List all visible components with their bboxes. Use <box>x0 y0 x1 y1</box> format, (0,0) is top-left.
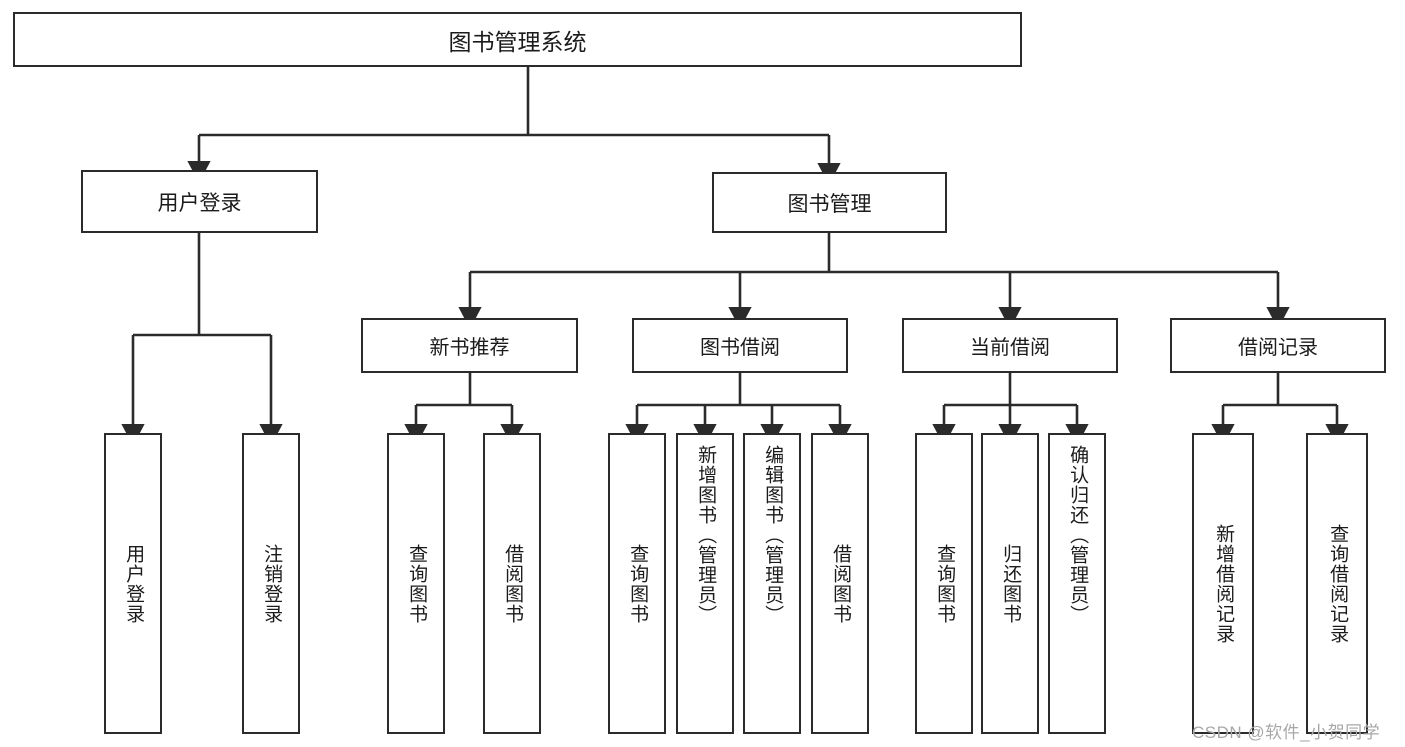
watermark: CSDN @软件_小贺同学 <box>1192 723 1381 742</box>
leaf-query-book-current[interactable]: 查询图书 <box>915 433 973 734</box>
leaf-add-borrow-record[interactable]: 新增借阅记录 <box>1192 433 1254 734</box>
node-user-login[interactable]: 用户登录 <box>81 170 318 233</box>
node-new-book-recommend[interactable]: 新书推荐 <box>361 318 578 373</box>
leaf-label: 查询图书 <box>406 543 428 624</box>
node-root[interactable]: 图书管理系统 <box>13 12 1022 67</box>
leaf-add-book-admin[interactable]: 新增图书（管理员） <box>676 433 734 734</box>
leaf-label: 借阅图书 <box>830 543 852 624</box>
leaf-label: 编辑图书（管理员） <box>762 445 784 625</box>
leaf-return-book[interactable]: 归还图书 <box>981 433 1039 734</box>
leaf-label: 注销登录 <box>261 543 283 624</box>
leaf-borrow-book-recommend[interactable]: 借阅图书 <box>483 433 541 734</box>
leaf-confirm-return-admin[interactable]: 确认归还（管理员） <box>1048 433 1106 734</box>
node-current-borrow[interactable]: 当前借阅 <box>902 318 1118 373</box>
leaf-edit-book-admin[interactable]: 编辑图书（管理员） <box>743 433 801 734</box>
node-label: 图书借阅 <box>700 337 780 359</box>
node-book-management[interactable]: 图书管理 <box>712 172 947 233</box>
leaf-label: 新增借阅记录 <box>1213 523 1235 644</box>
leaf-label: 确认归还（管理员） <box>1067 445 1089 625</box>
node-label: 当前借阅 <box>970 337 1050 359</box>
node-label: 用户登录 <box>157 191 242 215</box>
leaf-query-borrow-record[interactable]: 查询借阅记录 <box>1306 433 1368 734</box>
leaf-label: 查询图书 <box>627 543 649 624</box>
leaf-query-book-recommend[interactable]: 查询图书 <box>387 433 445 734</box>
node-root-label: 图书管理系统 <box>448 28 587 55</box>
leaf-borrow-book[interactable]: 借阅图书 <box>811 433 869 734</box>
node-label: 新书推荐 <box>429 337 510 359</box>
leaf-label: 查询图书 <box>934 543 956 624</box>
leaf-logout[interactable]: 注销登录 <box>242 433 300 734</box>
leaf-query-book-borrow[interactable]: 查询图书 <box>608 433 666 734</box>
leaf-label: 新增图书（管理员） <box>695 445 717 625</box>
leaf-label: 归还图书 <box>1000 543 1022 624</box>
node-borrow-record[interactable]: 借阅记录 <box>1170 318 1386 373</box>
leaf-label: 用户登录 <box>123 543 145 624</box>
node-label: 图书管理 <box>787 192 872 216</box>
node-book-borrow[interactable]: 图书借阅 <box>632 318 848 373</box>
leaf-label: 查询借阅记录 <box>1327 523 1349 644</box>
node-label: 借阅记录 <box>1238 337 1318 359</box>
leaf-user-login[interactable]: 用户登录 <box>104 433 162 734</box>
leaf-label: 借阅图书 <box>502 543 524 624</box>
